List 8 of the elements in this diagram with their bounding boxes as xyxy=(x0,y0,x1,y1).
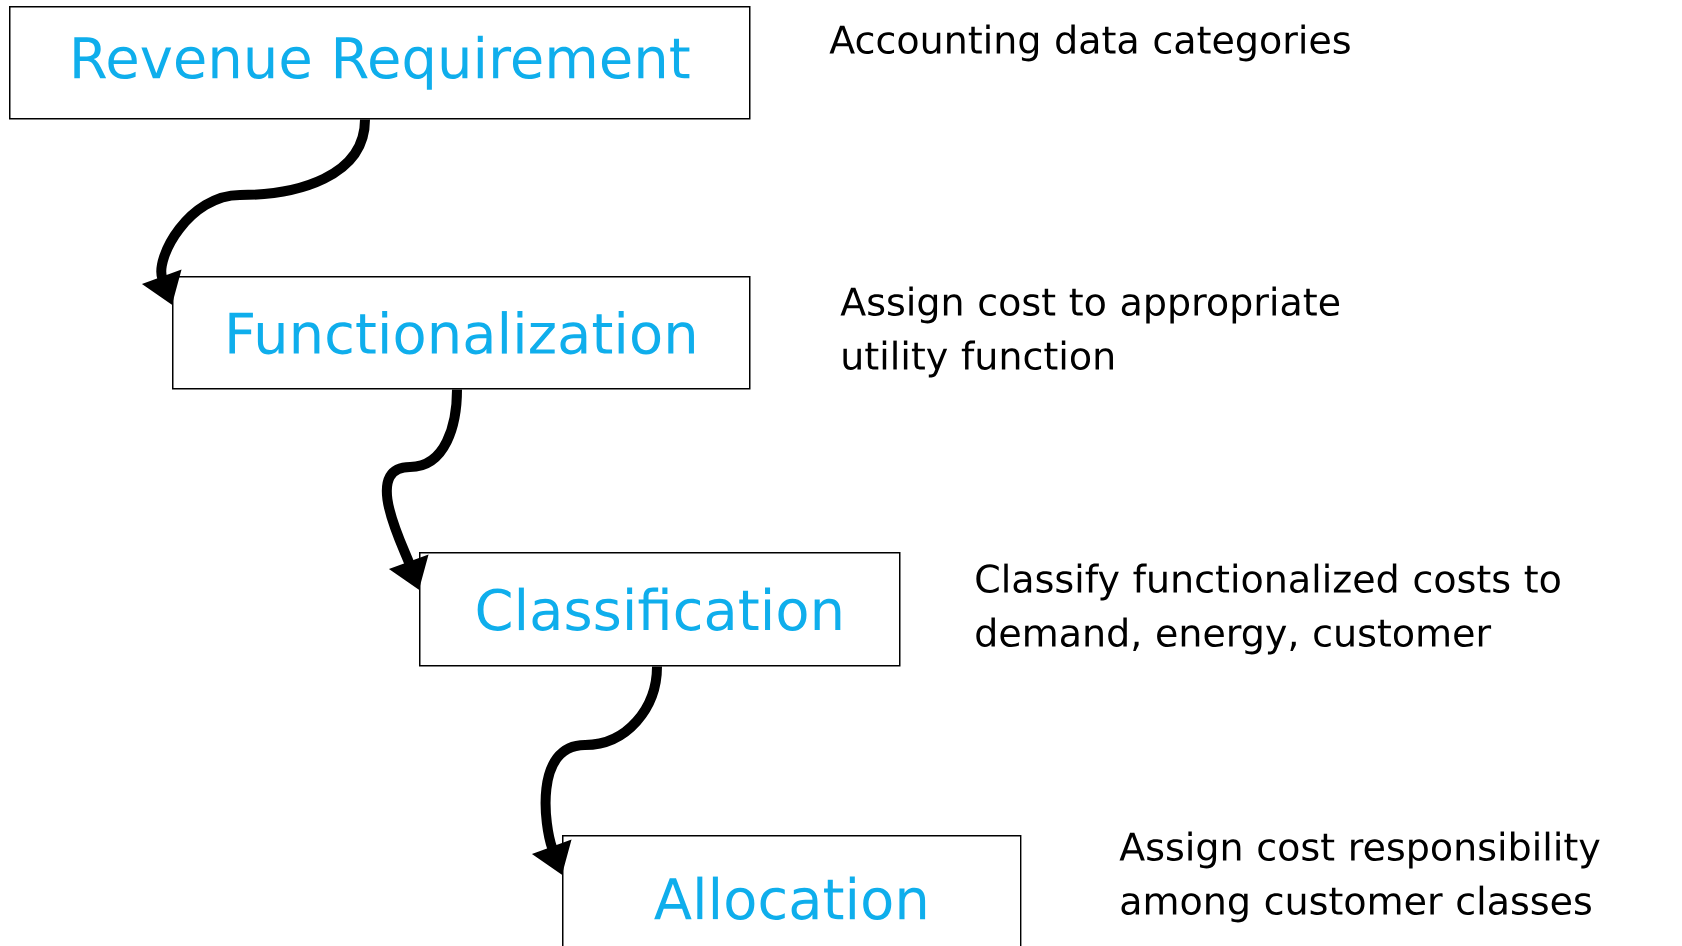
process-box: Functionalization xyxy=(172,276,751,390)
description-text: Assign cost to appropriate utility function xyxy=(840,286,1340,378)
process-box: Revenue Requirement xyxy=(9,6,751,120)
process-box: Allocation xyxy=(562,835,1022,946)
description-text: Classify functionalized costs to demand, energy, customer xyxy=(976,563,1560,655)
description-text: Accounting data categories xyxy=(829,24,1350,62)
process-box: Classification xyxy=(419,552,901,667)
description-text: Assign cost responsibility among customer classes xyxy=(1119,831,1600,923)
